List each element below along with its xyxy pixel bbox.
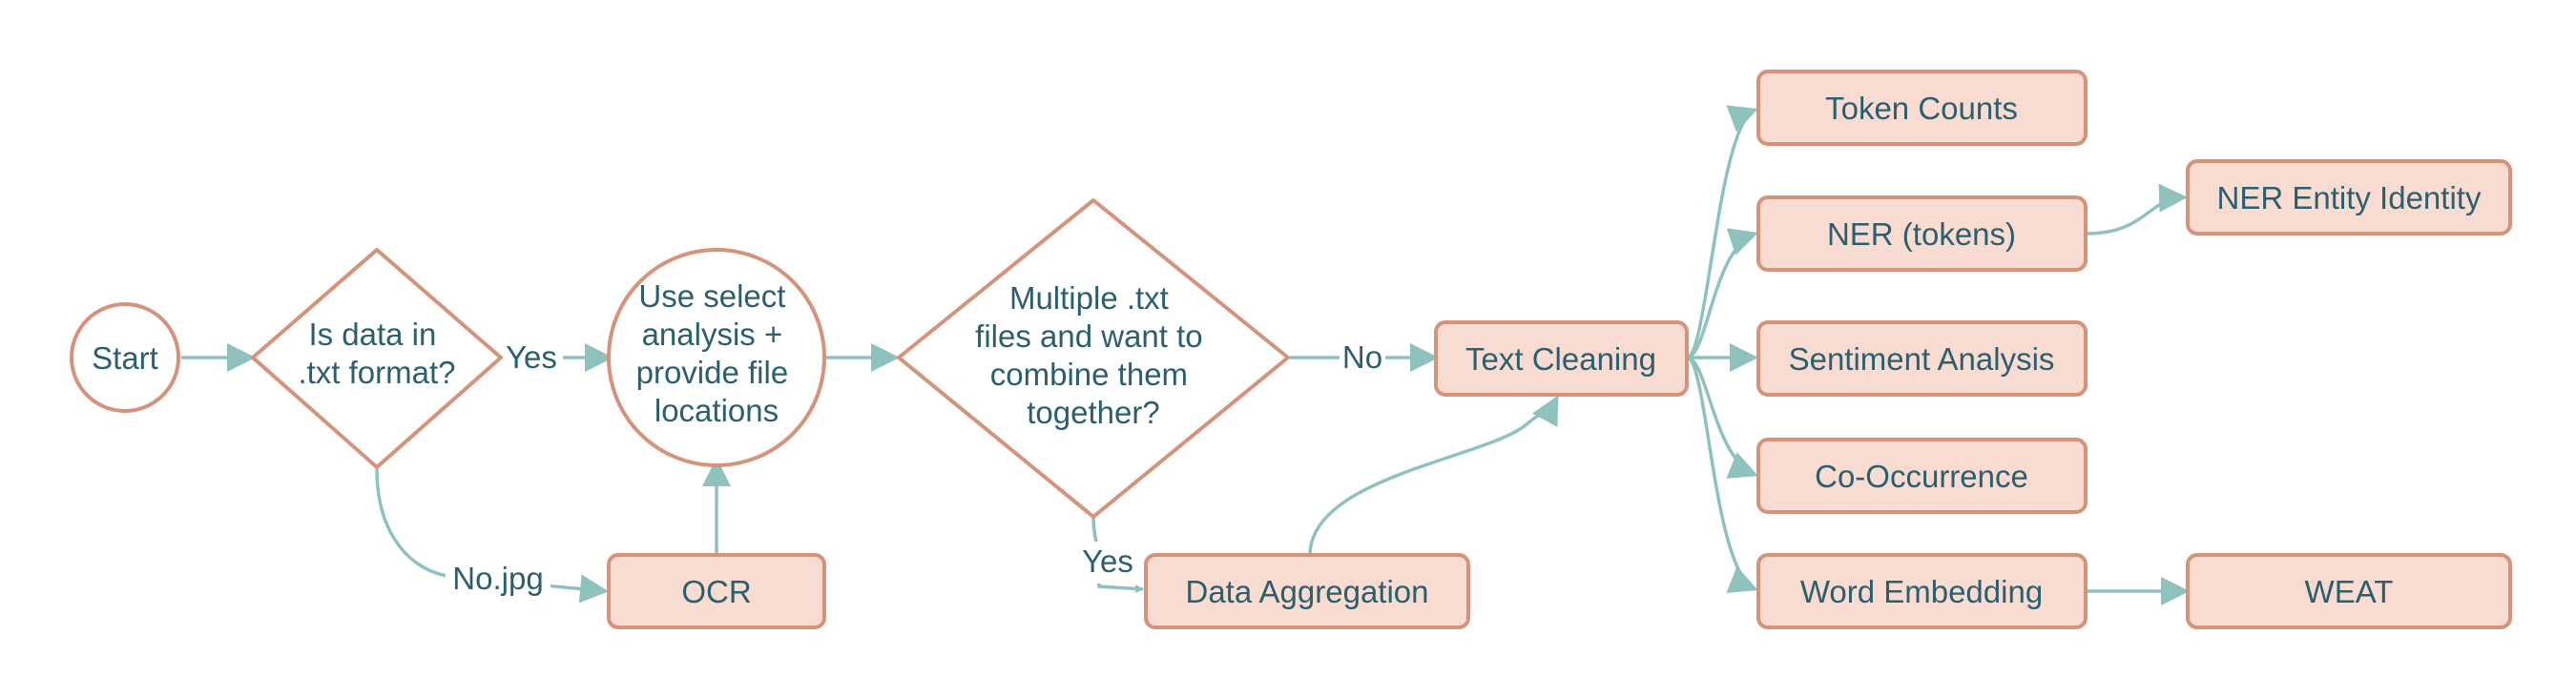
node-label: NER (tokens) <box>1827 216 2016 252</box>
node-weat[interactable]: WEAT <box>2186 553 2512 629</box>
node-label: NER Entity Identity <box>2217 180 2482 215</box>
node-label: Multiple .txt <box>1009 280 1169 316</box>
edge-label-no-multiple: No <box>1342 339 1382 375</box>
node-label: Text Cleaning <box>1465 341 1656 377</box>
node-word-embedding[interactable]: Word Embedding <box>1756 553 2088 629</box>
node-label: Word Embedding <box>1800 574 2043 609</box>
node-select-analysis[interactable]: Use select analysis + provide file locat… <box>607 248 826 467</box>
node-label: Data Aggregation <box>1185 574 1428 609</box>
node-label: Sentiment Analysis <box>1789 341 2055 377</box>
node-label: together? <box>1027 395 1159 430</box>
edge-data-aggregation-to-text-cleaning <box>1308 395 1559 556</box>
node-token-counts[interactable]: Token Counts <box>1756 70 2088 146</box>
edge-text-cleaning-to-token-counts <box>1686 105 1758 359</box>
node-label: OCR <box>681 574 751 609</box>
node-label: Is data in <box>308 317 436 352</box>
node-ner-entity-identity[interactable]: NER Entity Identity <box>2186 159 2512 236</box>
svg-text:Sentiment Analysis: Sentiment Analysis <box>1789 341 2055 377</box>
svg-text:Use select analysis +: Use select analysis + provide file locat… <box>636 278 798 428</box>
svg-text:Word Embedding: Word Embedding <box>1800 574 2043 609</box>
node-label: locations <box>654 393 779 428</box>
svg-text:WEAT: WEAT <box>2305 574 2394 609</box>
edge-label-no-jpg: No.jpg <box>452 561 543 596</box>
edge-text-cleaning-to-word-embedding <box>1686 356 1758 593</box>
node-label: Start <box>92 340 158 376</box>
svg-text:Is data in .txt format: Is data in .txt format? <box>298 317 455 390</box>
node-label: WEAT <box>2305 574 2394 609</box>
node-label: provide file <box>636 355 789 390</box>
edge-label-yes-txt: Yes <box>506 339 557 375</box>
node-label: .txt format? <box>298 355 455 390</box>
node-label: Co-Occurrence <box>1815 459 2028 494</box>
svg-text:Token Counts: Token Counts <box>1825 91 2018 126</box>
edge-text-cleaning-to-ner-tokens <box>1686 228 1758 359</box>
nodes: Start Is data in .txt format? Use select… <box>70 70 2512 629</box>
node-ner-tokens[interactable]: NER (tokens) <box>1756 195 2088 272</box>
edge-label-yes-multiple: Yes <box>1082 543 1133 579</box>
node-sentiment-analysis[interactable]: Sentiment Analysis <box>1756 320 2088 397</box>
node-start[interactable]: Start <box>70 302 180 413</box>
edge-ner-tokens-to-ner-entity <box>2085 183 2188 236</box>
svg-text:Co-Occurrence: Co-Occurrence <box>1815 459 2028 494</box>
edge-text-cleaning-to-cooccurrence <box>1686 356 1758 479</box>
svg-text:Data Aggregation: Data Aggregation <box>1185 574 1428 609</box>
node-label: files and want to <box>975 318 1202 354</box>
svg-text:OCR: OCR <box>681 574 751 609</box>
node-txt-format-decision[interactable]: Is data in .txt format? <box>251 248 503 469</box>
node-label: combine them <box>990 357 1188 392</box>
node-ocr[interactable]: OCR <box>607 553 826 629</box>
svg-text:Start: Start <box>92 340 158 376</box>
svg-text:Text Cleaning: Text Cleaning <box>1465 341 1656 377</box>
node-multiple-files-decision[interactable]: Multiple .txt files and want to combine … <box>897 198 1290 519</box>
svg-text:NER Entity Identity: NER Entity Identity <box>2217 180 2482 215</box>
node-co-occurrence[interactable]: Co-Occurrence <box>1756 438 2088 514</box>
node-data-aggregation[interactable]: Data Aggregation <box>1144 553 1470 629</box>
node-text-cleaning[interactable]: Text Cleaning <box>1434 320 1689 397</box>
node-label: Token Counts <box>1825 91 2018 126</box>
node-label: analysis + <box>642 317 783 352</box>
node-label: Use select <box>638 278 785 314</box>
svg-text:NER (tokens): NER (tokens) <box>1827 216 2016 252</box>
svg-text:Multiple .txt files an: Multiple .txt files and want to combine … <box>975 280 1212 430</box>
edge-labels: Yes No.jpg No Yes <box>446 336 1385 601</box>
